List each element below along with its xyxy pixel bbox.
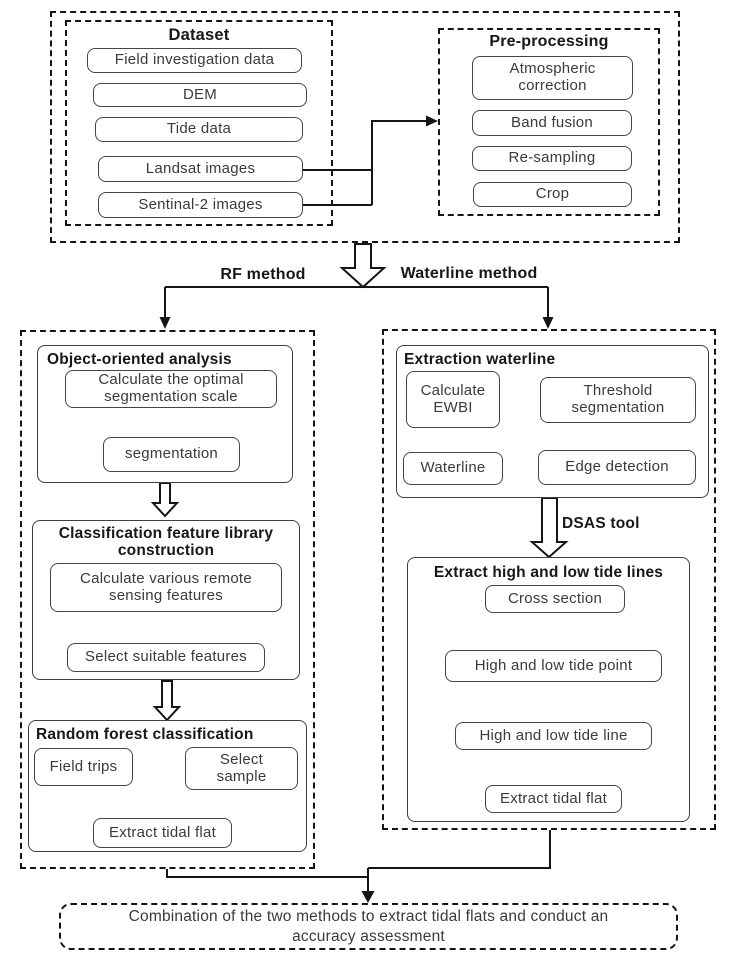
input-stage-container [50,11,680,243]
node-resampling: Re-sampling [472,146,632,171]
arrowhead-into-combination [361,891,375,903]
node-optimal-segmentation-scale: Calculate the optimal segmentation scale [65,370,277,408]
node-atmospheric-correction: Atmospheric correction [472,56,633,100]
node-field-investigation-data: Field investigation data [87,48,302,73]
dataset-group [65,20,333,226]
preprocessing-title: Pre-processing [489,33,609,50]
feature-library-title: Classification feature library construct… [58,525,274,560]
node-cross-section: Cross section [485,585,625,613]
node-crop: Crop [473,182,632,207]
node-extract-tidal-flat-rf: Extract tidal flat [93,818,232,848]
waterline-method-label: Waterline method [400,265,538,282]
node-high-low-tide-point: High and low tide point [445,650,662,682]
node-waterline: Waterline [403,452,503,485]
node-high-low-tide-line: High and low tide line [455,722,652,750]
node-select-suitable-features: Select suitable features [67,643,265,672]
method-split-line [164,286,549,317]
node-tide-data: Tide data [95,117,303,142]
node-sentinal2-images: Sentinal-2 images [98,192,303,218]
node-calc-remote-sensing-features: Calculate various remote sensing feature… [50,563,282,612]
arrowhead-rf-branch [159,317,171,329]
node-dem: DEM [93,83,307,107]
block-arrow-preproc-to-methods [339,243,387,289]
arrowhead-waterline-branch [542,317,554,329]
waterline-branch-container [382,329,716,830]
node-field-trips: Field trips [34,748,133,786]
object-oriented-analysis-title: Object-oriented analysis [47,351,232,368]
rf-method-label: RF method [220,266,306,283]
node-threshold-segmentation: Threshold segmentation [540,377,696,423]
node-band-fusion: Band fusion [472,110,632,136]
node-landsat-images: Landsat images [98,156,303,182]
node-calculate-ewbi: Calculate EWBI [406,371,500,428]
dsas-tool-label: DSAS tool [562,515,640,532]
rf-branch-container [20,330,315,869]
extraction-waterline-title: Extraction waterline [404,351,556,368]
node-edge-detection: Edge detection [538,450,696,485]
preprocessing-group [438,28,660,216]
random-forest-title: Random forest classification [36,726,254,743]
node-select-sample: Select sample [185,747,298,790]
node-extract-tidal-flat-wl: Extract tidal flat [485,785,622,813]
combination-node: Combination of the two methods to extrac… [59,903,678,950]
node-segmentation: segmentation [103,437,240,472]
tide-lines-title: Extract high and low tide lines [433,564,664,581]
dataset-title: Dataset [168,26,230,44]
